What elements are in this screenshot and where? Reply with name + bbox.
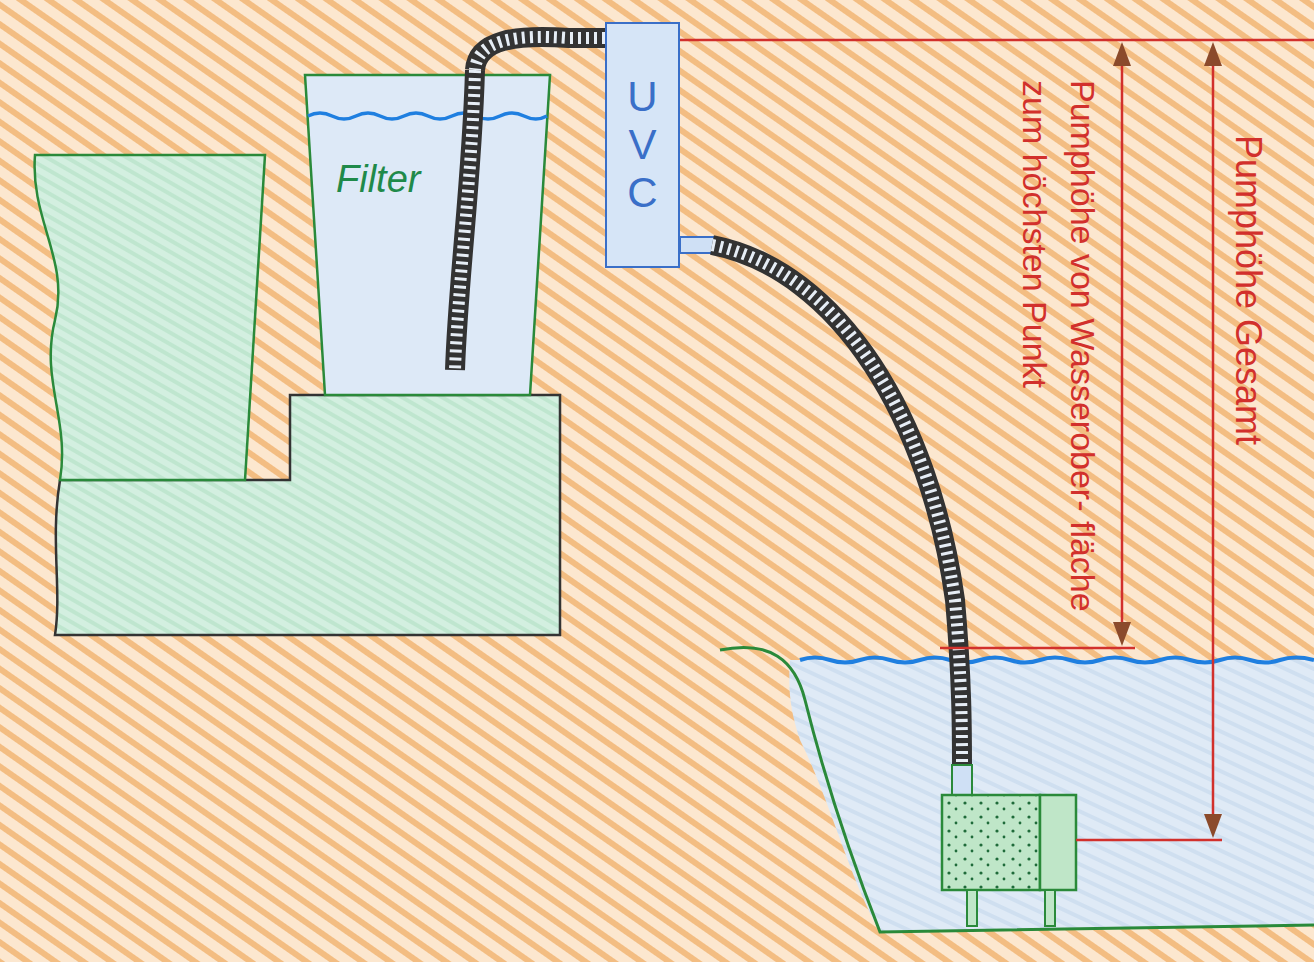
filter-outline: [300, 70, 555, 400]
filter-container: Filter: [300, 70, 555, 400]
hose-connector: [475, 37, 605, 70]
dimension-label: Pumphöhe von Wasserober- fläche zum höch…: [1010, 80, 1105, 640]
filter-label: Filter: [336, 158, 420, 201]
dimension-label: Pumphöhe Gesamt: [1226, 135, 1269, 445]
uvc-unit: UVC: [605, 22, 680, 268]
uvc-label: UVC: [622, 73, 664, 218]
